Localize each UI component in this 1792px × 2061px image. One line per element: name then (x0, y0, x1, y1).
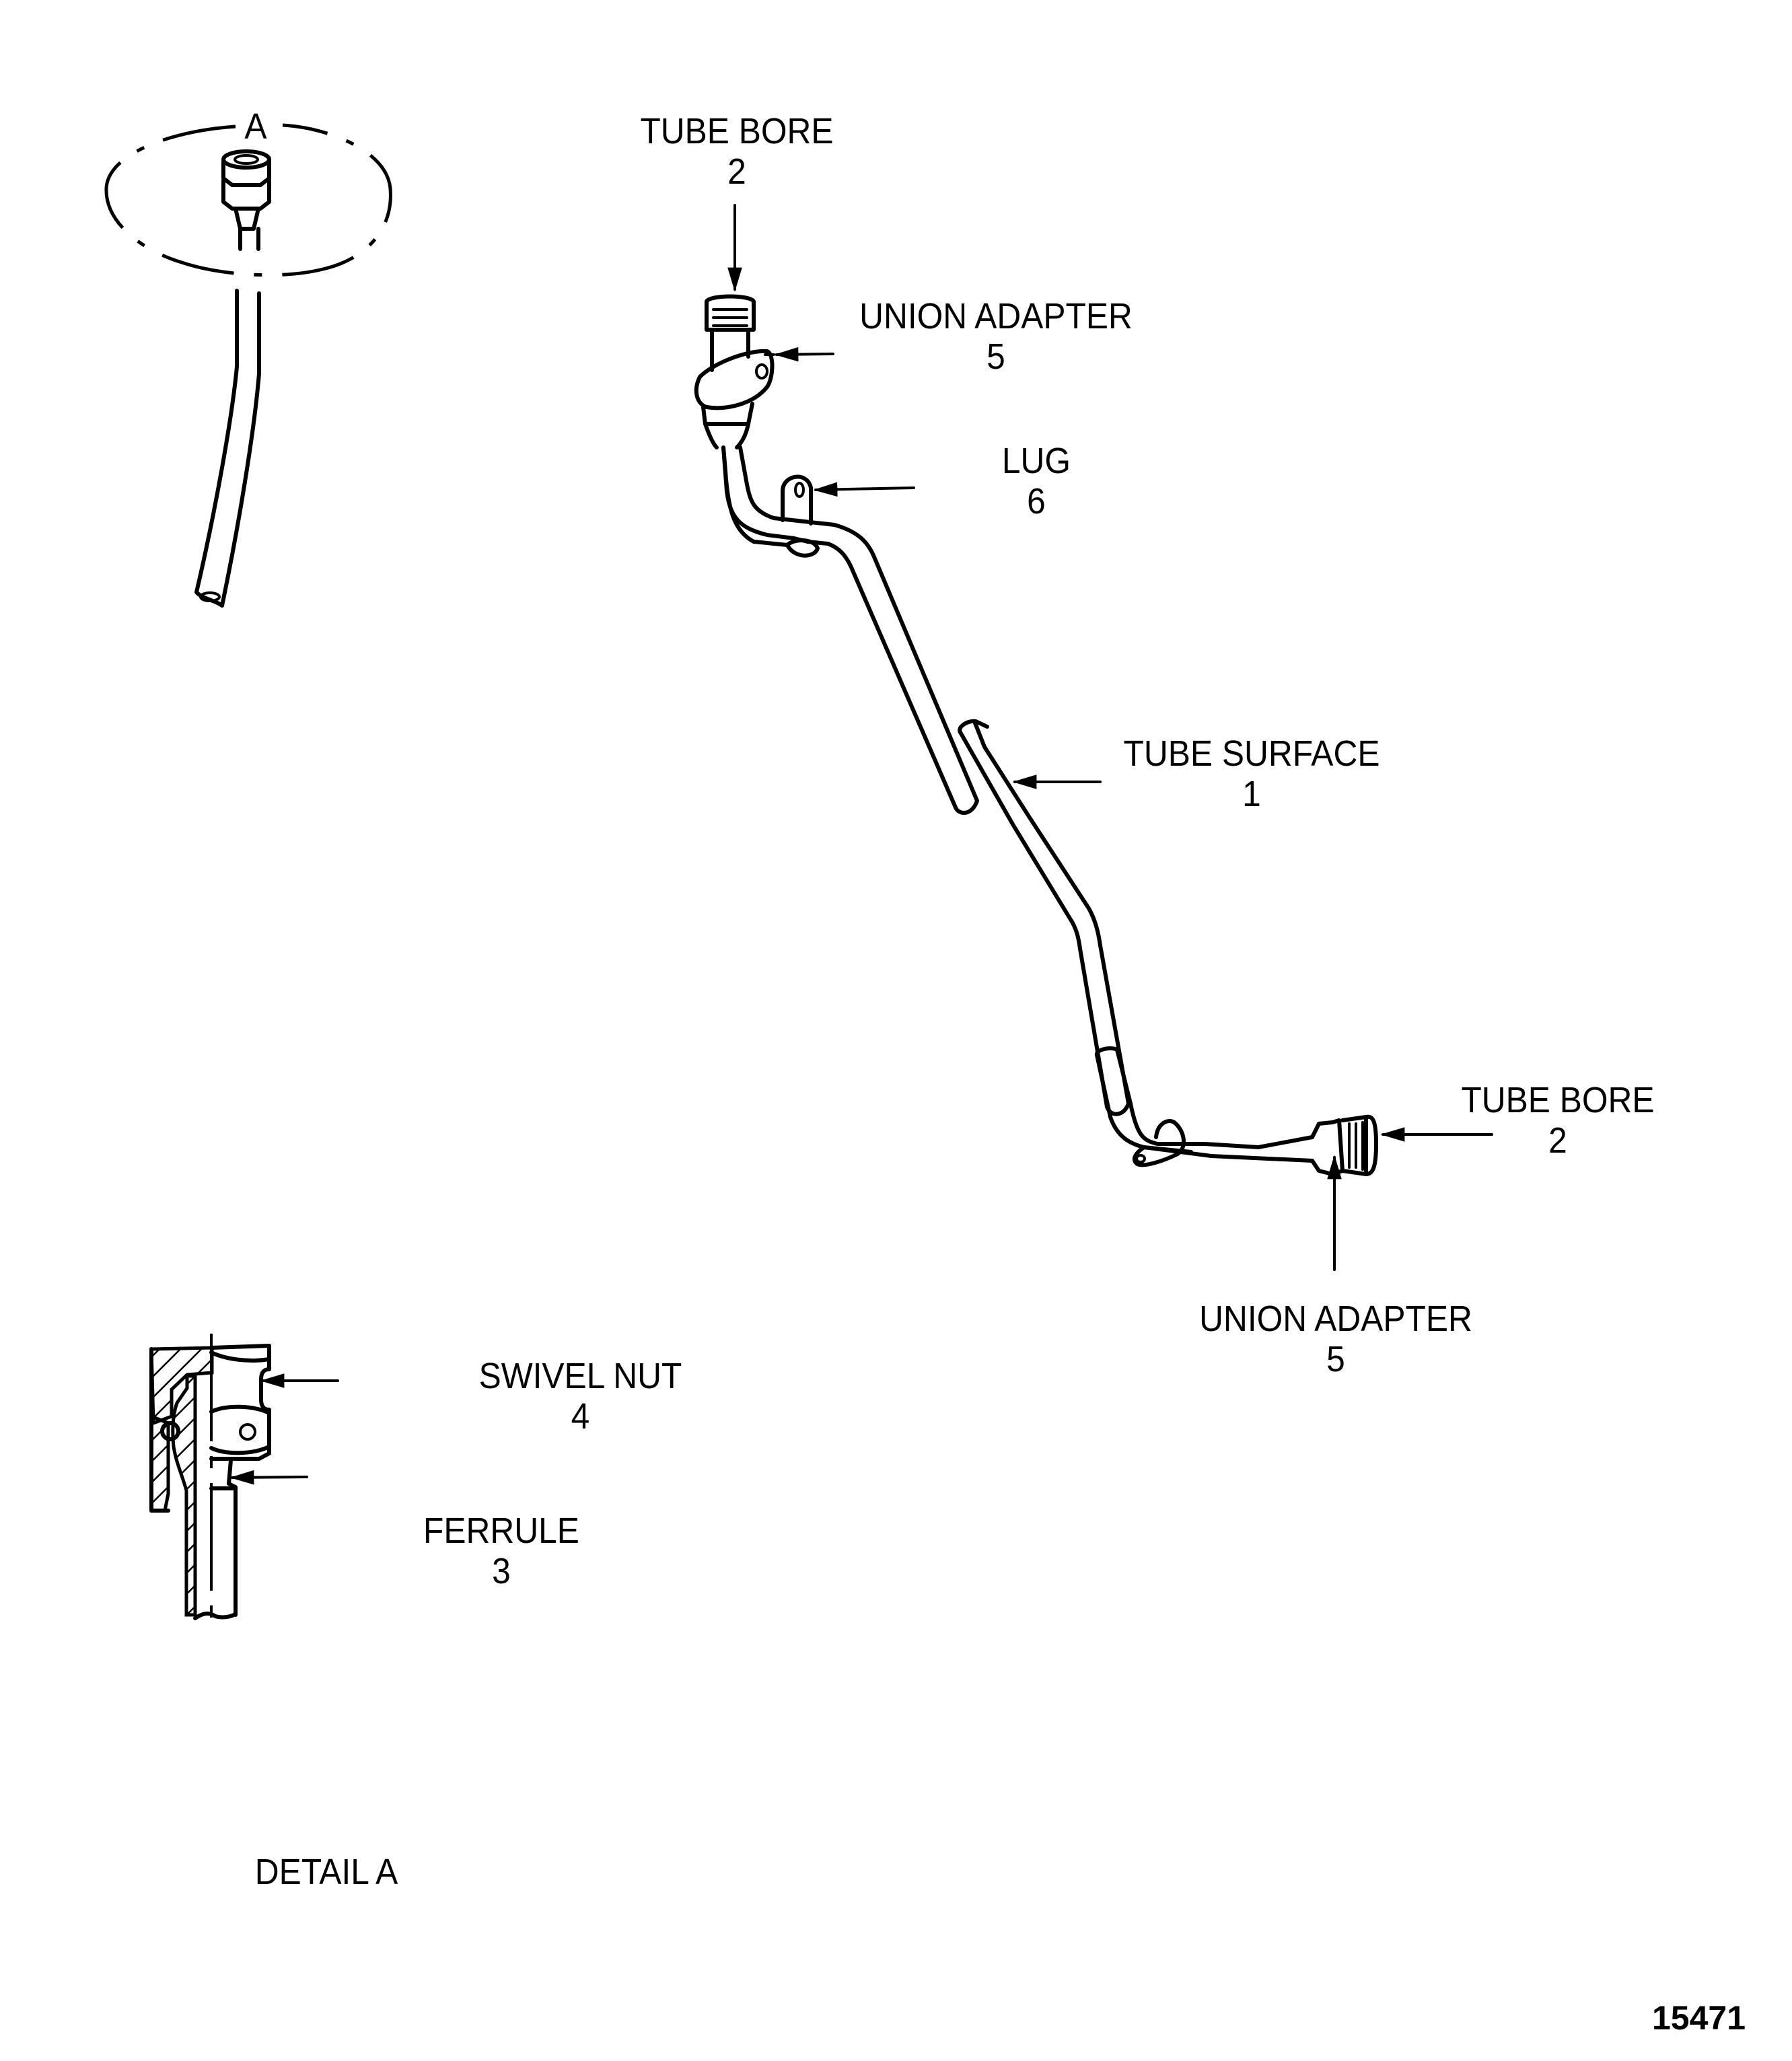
tube-lower-right-edge (1115, 1048, 1314, 1149)
tube-upper-right-edge (721, 445, 958, 809)
detail-caption: DETAIL A (254, 1852, 398, 1892)
callout-name: FERRULE (423, 1511, 579, 1551)
callout-ferrule: FERRULE 3 (421, 1511, 581, 1591)
detail-marker: A (244, 106, 267, 147)
arrow-ferrule (229, 1470, 308, 1485)
callout-number: 5 (1326, 1339, 1345, 1379)
tube-upper-left-edge (738, 445, 979, 803)
callout-number: 6 (1027, 481, 1046, 521)
figure-number: 15471 (1652, 1999, 1746, 2037)
leader-arrows (229, 204, 1493, 1485)
lug-bottom (785, 538, 820, 558)
callout-name: TUBE SURFACE (1123, 733, 1380, 774)
detail-a-section (149, 1334, 271, 1628)
callout-name: TUBE BORE (640, 111, 834, 151)
callout-tube-bore-top: TUBE BORE 2 (638, 111, 836, 192)
arrow-union-adapter-top (774, 347, 834, 362)
callout-name: TUBE BORE (1461, 1080, 1655, 1120)
tube-edge-right (220, 291, 261, 608)
swivel-nut-outline (209, 1344, 271, 1461)
tube-assembly (694, 294, 1378, 1176)
callout-name: LUG (1001, 441, 1071, 481)
callout-number: 2 (727, 151, 746, 192)
callout-tube-bore-bottom: TUBE BORE 2 (1456, 1080, 1660, 1161)
callout-number: 5 (987, 336, 1005, 377)
callout-number: 4 (571, 1396, 590, 1437)
callout-name: UNION ADAPTER (1199, 1299, 1472, 1339)
detail-a-ellipse (104, 123, 392, 277)
lug-lower-part (1132, 1119, 1186, 1167)
callout-union-adapter-bottom: UNION ADAPTER 5 (1184, 1299, 1488, 1379)
fitting-icon (221, 149, 271, 251)
callout-tube-surface: TUBE SURFACE 1 (1116, 733, 1388, 814)
callout-swivel-nut: SWIVEL NUT 4 (470, 1356, 690, 1437)
callout-name: UNION ADAPTER (859, 296, 1133, 336)
callout-lug: LUG 6 (984, 441, 1089, 521)
callout-number: 2 (1548, 1120, 1567, 1161)
lug-part (781, 474, 813, 526)
callout-number: 1 (1242, 774, 1261, 814)
union-adapter-top-part (694, 294, 775, 449)
detail-a-locator (104, 123, 392, 608)
union-adapter-bottom-part (1310, 1114, 1378, 1176)
callout-union-adapter-top: UNION ADAPTER 5 (851, 296, 1141, 377)
arrow-lug (813, 482, 915, 497)
tube-middle-right-edge (972, 719, 1131, 1106)
tube-middle-left-edge (959, 731, 1109, 1109)
callout-name: SWIVEL NUT (478, 1356, 682, 1396)
tube-edge-left (194, 289, 239, 594)
ferrule-outline (227, 1458, 238, 1617)
callout-number: 3 (492, 1551, 511, 1591)
